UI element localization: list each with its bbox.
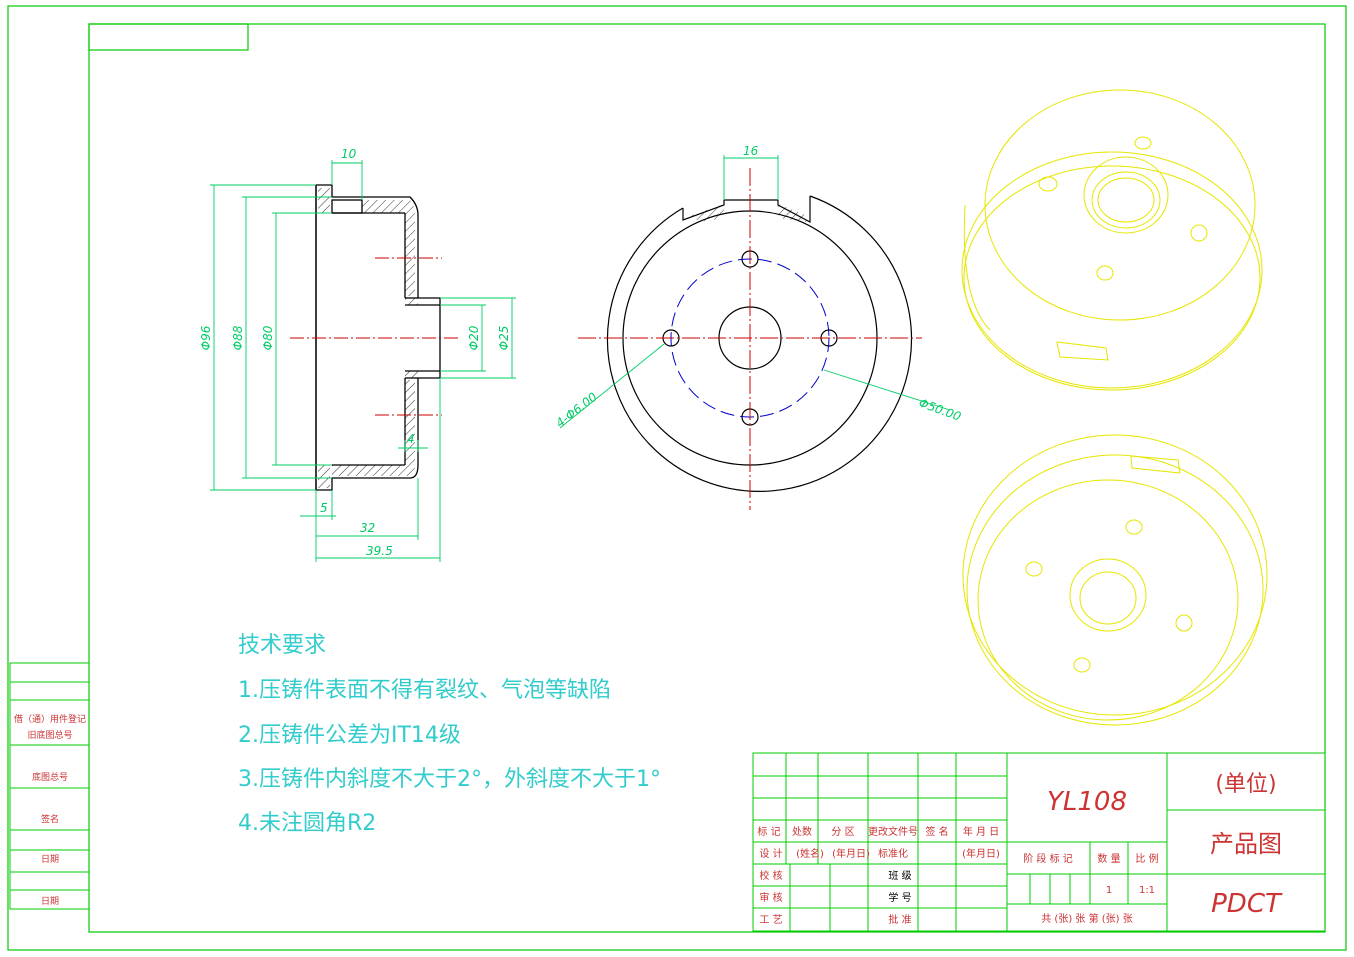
note-item-1: 1.压铸件表面不得有裂纹、气泡等缺陷 — [238, 678, 611, 703]
tb-approve-label: 批 准 — [888, 913, 911, 926]
dim-d25: Φ25 — [497, 326, 511, 351]
title-block: 标 记 处数 分 区 更改文件号 签 名 年 月 日 设 计 (姓名) (年月日… — [752, 752, 1326, 932]
dim-32: 32 — [360, 521, 375, 535]
front-outline — [606, 195, 913, 492]
tb-standard-date: (年月日) — [962, 847, 1000, 860]
tb-change-doc-label: 更改文件号 — [868, 825, 918, 838]
tb-check-label: 校 核 — [759, 869, 782, 882]
side-dimension-lines — [210, 160, 516, 562]
section-hatching — [318, 188, 418, 488]
dim-holes: 4-Φ6.00 — [553, 389, 600, 430]
dim-d88: Φ88 — [231, 325, 245, 350]
dim-4: 4 — [407, 432, 415, 446]
tb-mark-label: 标 记 — [757, 826, 780, 838]
sheet-frame — [7, 5, 1347, 951]
dim-d96: Φ96 — [199, 325, 213, 350]
tb-date-label: 年 月 日 — [963, 825, 999, 838]
tb-review-label: 审 核 — [759, 891, 782, 904]
note-item-3: 3.压铸件内斜度不大于2°，外斜度不大于1° — [238, 767, 661, 792]
dim-slot-width: 16 — [743, 144, 759, 158]
tb-unit: (单位) — [1215, 772, 1276, 797]
tb-design-date: (年月日) — [832, 847, 870, 860]
iso-view-bottom — [962, 434, 1268, 726]
tb-quantity-value: 1 — [1106, 885, 1112, 896]
tb-class-label: 班 级 — [888, 870, 911, 882]
tb-design-name: (姓名) — [796, 847, 824, 860]
side-section-view: 10 Φ96 Φ88 Φ80 Φ20 Φ25 4 5 32 39.5 — [199, 147, 516, 562]
isometric-views — [961, 89, 1268, 726]
notes-heading: 技术要求 — [238, 633, 326, 658]
tb-part-code: YL108 — [1047, 787, 1127, 817]
tb-scale-label: 比 例 — [1135, 852, 1158, 865]
tb-zone-label: 分 区 — [831, 826, 854, 838]
dim-39-5: 39.5 — [366, 544, 393, 558]
tb-stage-label: 阶 段 标 记 — [1023, 852, 1073, 865]
tb-design-label: 设 计 — [759, 847, 782, 860]
dim-pcd: Φ50.00 — [917, 396, 963, 424]
note-item-4: 4.未注圆角R2 — [238, 811, 376, 836]
strip-label-old-base: 旧底图总号 — [27, 729, 72, 741]
front-centerlines — [578, 168, 922, 510]
tb-material: PDCT — [1211, 889, 1283, 919]
iso-view-top — [961, 89, 1263, 391]
front-view: 16 4-Φ6.00 Φ50.00 — [553, 144, 963, 510]
left-strip: 借（通）用件登记 旧底图总号 底图总号 签名 日期 日期 — [9, 662, 90, 910]
strip-label-date: 日期 — [41, 854, 59, 865]
tb-sign-label: 签 名 — [925, 825, 948, 838]
front-slot-hatching — [690, 204, 808, 222]
dim-d80: Φ80 — [261, 325, 275, 350]
tb-drawing-name: 产品图 — [1210, 830, 1282, 858]
tb-sheet-info: 共 (张) 张 第 (张) 张 — [1041, 912, 1133, 925]
tb-scale-value: 1:1 — [1139, 885, 1155, 896]
dim-top-width: 10 — [341, 147, 357, 161]
front-dimension-lines — [559, 155, 951, 429]
tb-process-label: 工 艺 — [759, 914, 782, 926]
strip-label-date-2: 日期 — [41, 896, 59, 907]
technical-notes: 技术要求 1.压铸件表面不得有裂纹、气泡等缺陷 2.压铸件公差为IT14级 3.… — [238, 633, 661, 836]
dim-d20: Φ20 — [467, 325, 481, 350]
strip-label-signature: 签名 — [41, 813, 59, 825]
strip-label-base: 底图总号 — [32, 771, 68, 783]
dim-5: 5 — [320, 501, 328, 515]
strip-label-borrowed: 借（通）用件登记 — [14, 713, 86, 725]
tb-count-label: 处数 — [792, 825, 812, 838]
tb-student-no-label: 学 号 — [888, 891, 911, 904]
tb-quantity-label: 数 量 — [1097, 852, 1120, 865]
side-centerlines — [290, 257, 460, 416]
note-item-2: 2.压铸件公差为IT14级 — [238, 723, 461, 748]
tb-standard-label: 标准化 — [878, 847, 908, 860]
